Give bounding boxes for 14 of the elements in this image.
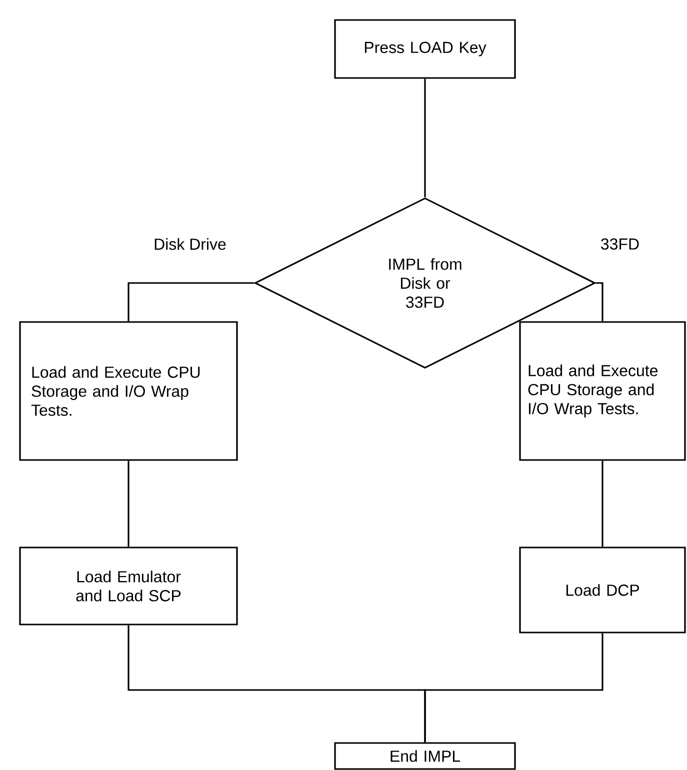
- connector-line: [602, 460, 604, 547]
- edge-label: Disk Drive: [154, 238, 226, 250]
- connector-line: [128, 460, 130, 547]
- process-box: Press LOAD Key: [334, 19, 516, 79]
- connector-line: [128, 282, 254, 322]
- process-box: Load and Execute CPU Storage and I/O Wrap Tests.: [519, 321, 686, 461]
- connector-line: [596, 282, 604, 322]
- process-box: End IMPL: [334, 742, 516, 770]
- connector-line: [424, 633, 604, 742]
- process-box: Load and Execute CPU Storage and I/O Wrap Tests.: [19, 321, 238, 461]
- connector-line: [424, 78, 426, 198]
- process-box: Load Emulator and Load SCP: [19, 546, 238, 626]
- process-box: Load DCP: [519, 546, 686, 634]
- edge-label: 33FD: [601, 238, 639, 250]
